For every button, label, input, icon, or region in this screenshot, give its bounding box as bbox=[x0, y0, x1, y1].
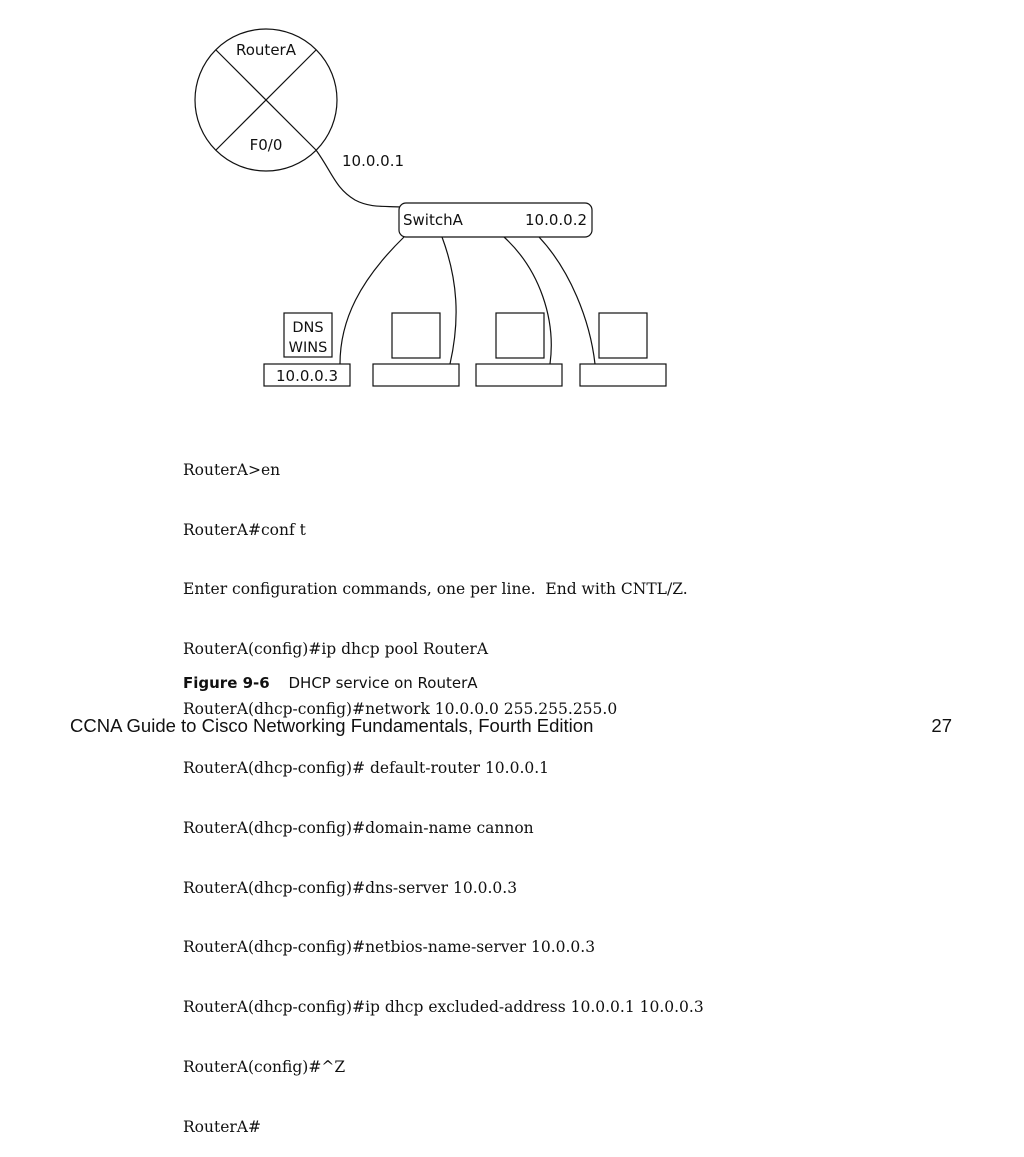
host-monitor bbox=[495, 312, 545, 359]
cli-line: RouterA# bbox=[183, 1117, 261, 1136]
cli-line: RouterA(dhcp-config)#domain-name cannon bbox=[183, 819, 534, 838]
router-interface-label: F0/0 bbox=[250, 136, 283, 154]
link-to-host-2 bbox=[503, 236, 552, 365]
host-base bbox=[579, 363, 667, 387]
server-monitor bbox=[283, 312, 333, 358]
server-role-dns: DNS bbox=[292, 320, 323, 336]
cli-line: RouterA(dhcp-config)#dns-server 10.0.0.3 bbox=[183, 878, 518, 897]
link-to-server bbox=[339, 236, 405, 365]
cli-transcript: RouterA>en RouterA#conf t Enter configur… bbox=[183, 421, 704, 1157]
host-node bbox=[579, 312, 667, 387]
server-base bbox=[263, 363, 351, 387]
cli-line: RouterA(dhcp-config)#network 10.0.0.0 25… bbox=[183, 699, 618, 718]
router-interface-ip: 10.0.0.1 bbox=[342, 152, 404, 170]
cli-line: RouterA(config)#^Z bbox=[183, 1057, 346, 1076]
host-node bbox=[475, 312, 563, 387]
router-name: RouterA bbox=[236, 41, 297, 59]
router-cross-line bbox=[215, 49, 317, 151]
host-base bbox=[372, 363, 460, 387]
cli-line: RouterA(dhcp-config)#ip dhcp excluded-ad… bbox=[183, 998, 704, 1017]
figure-caption-text: DHCP service on RouterA bbox=[288, 674, 478, 692]
router-circle bbox=[194, 28, 338, 172]
cli-line: RouterA>en bbox=[183, 460, 281, 479]
server-ip: 10.0.0.3 bbox=[276, 367, 338, 385]
cli-line: RouterA#conf t bbox=[183, 520, 306, 539]
network-diagram: RouterA F0/0 10.0.0.1 SwitchA 10.0.0.2 D… bbox=[194, 28, 667, 387]
host-monitor bbox=[598, 312, 648, 359]
footer-page-number: 27 bbox=[931, 715, 952, 736]
switch-name: SwitchA bbox=[403, 211, 464, 229]
router-symbol bbox=[194, 28, 338, 172]
footer-book-title: CCNA Guide to Cisco Networking Fundament… bbox=[70, 715, 594, 736]
server-node: DNS WINS 10.0.0.3 bbox=[263, 312, 351, 387]
switch-host-links bbox=[339, 236, 596, 365]
cli-line: Enter configuration commands, one per li… bbox=[183, 580, 688, 599]
cli-line: RouterA(config)#ip dhcp pool RouterA bbox=[183, 639, 489, 658]
link-to-host-3 bbox=[538, 236, 596, 365]
cli-line: RouterA(dhcp-config)#netbios-name-server… bbox=[183, 938, 596, 957]
host-node bbox=[372, 312, 460, 387]
router-switch-link bbox=[315, 149, 401, 208]
link-to-host-1 bbox=[441, 236, 457, 365]
cli-line: RouterA(dhcp-config)# default-router 10.… bbox=[183, 759, 550, 778]
figure-caption: Figure 9-6 DHCP service on RouterA bbox=[183, 674, 478, 692]
host-base bbox=[475, 363, 563, 387]
host-monitor bbox=[391, 312, 441, 359]
switch-ip: 10.0.0.2 bbox=[525, 211, 587, 229]
switch-box bbox=[398, 202, 593, 238]
figure-number: Figure 9-6 bbox=[183, 674, 270, 692]
server-role-wins: WINS bbox=[289, 340, 328, 356]
